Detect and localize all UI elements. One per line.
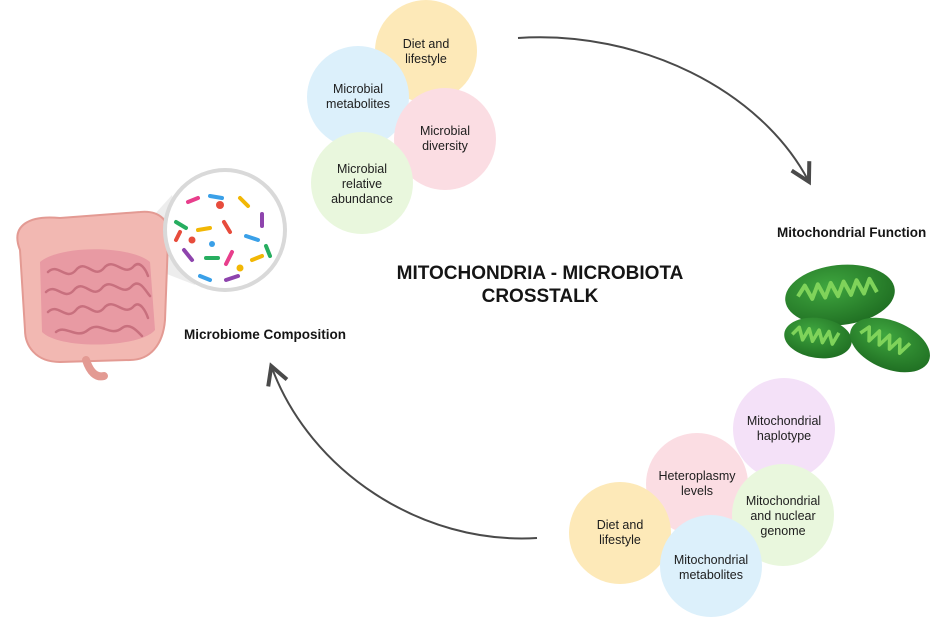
- intestine-illustration: [16, 168, 287, 381]
- label-diet-lifestyle-bottom: Diet and lifestyle: [596, 518, 644, 547]
- label-mitochondrial-function: Mitochondrial Function: [777, 225, 927, 240]
- circle-diet-lifestyle-bottom: [569, 482, 671, 584]
- circle-microbial-relative-abundance: [311, 132, 413, 234]
- label-heteroplasmy-levels: Heteroplasmy levels: [658, 469, 736, 498]
- circle-microbial-metabolites: [307, 46, 409, 148]
- label-mitochondrial-haplotype: Mitochondrial haplotype: [746, 414, 822, 443]
- mitochondria-illustration: [784, 264, 930, 373]
- cycle-arrow-top: [517, 36, 808, 180]
- circle-mitochondrial-nuclear-genome: [732, 464, 834, 566]
- circle-mitochondrial-haplotype: [733, 378, 835, 480]
- diagram-title: MITOCHONDRIA - MICROBIOTA CROSSTALK: [396, 263, 684, 307]
- label-microbial-relative-abundance: Microbial relative abundance: [331, 161, 393, 206]
- circle-microbial-diversity: [394, 88, 496, 190]
- circle-heteroplasmy-levels: [646, 433, 748, 535]
- label-mitochondrial-metabolites: Mitochondrial metabolites: [673, 553, 749, 582]
- label-microbial-diversity: Microbial diversity: [419, 124, 470, 153]
- label-microbial-metabolites: Microbial metabolites: [326, 82, 390, 111]
- cycle-arrow-bottom: [272, 368, 538, 540]
- label-microbiome-composition: Microbiome Composition: [184, 327, 346, 342]
- label-diet-lifestyle-top: Diet and lifestyle: [402, 37, 450, 66]
- label-mitochondrial-nuclear-genome: Mitochondrial and nuclear genome: [745, 493, 821, 538]
- circle-mitochondrial-metabolites: [660, 515, 762, 617]
